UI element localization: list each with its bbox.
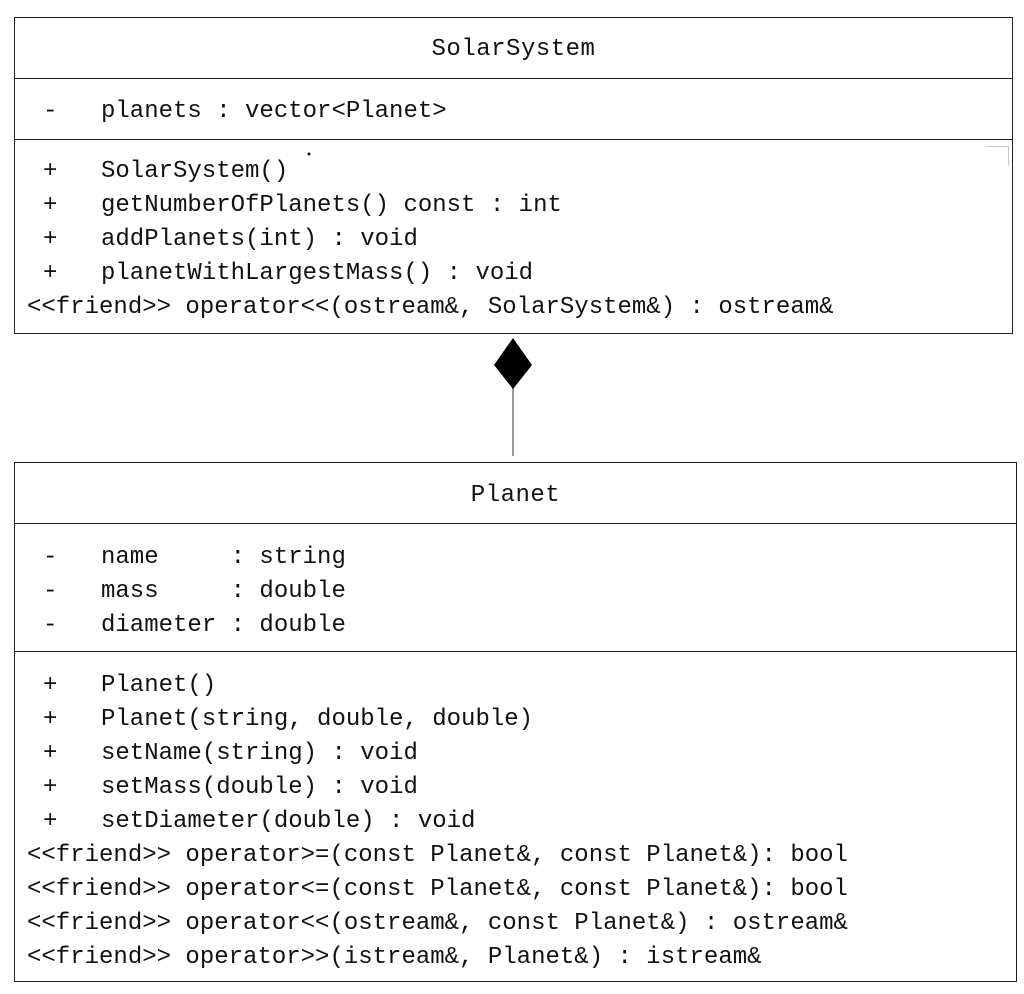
operation-text: getNumberOfPlanets() const : int	[101, 192, 562, 219]
operation-add-planets: + addPlanets(int) : void	[15, 223, 1012, 257]
operation-get-number-of-planets: + getNumberOfPlanets() const : int	[15, 189, 1012, 223]
operation-text: <<friend>> operator<<(ostream&, const Pl…	[27, 910, 848, 937]
operation-set-mass: + setMass(double) : void	[15, 771, 1016, 805]
operation-set-name: + setName(string) : void	[15, 737, 1016, 771]
composition-diamond-icon	[494, 338, 532, 389]
operation-text: setDiameter(double) : void	[101, 808, 476, 835]
operation-text: <<friend>> operator<<(ostream&, SolarSys…	[27, 294, 834, 321]
operation-planet-with-largest-mass: + planetWithLargestMass() : void	[15, 257, 1012, 291]
class-solarsystem[interactable]: SolarSystem - planets : vector<Planet> + S…	[14, 17, 1013, 334]
operation-text: addPlanets(int) : void	[101, 226, 418, 253]
operation-text: setMass(double) : void	[101, 774, 418, 801]
operation-set-diameter: + setDiameter(double) : void	[15, 805, 1016, 839]
visibility-marker: +	[43, 158, 58, 185]
visibility-marker: +	[43, 192, 58, 219]
operations-section-planet: + Planet() + Planet(string, double, double…	[15, 652, 1016, 975]
visibility-marker: +	[43, 706, 58, 733]
operation-friend-output-operator: <<friend>> operator<<(ostream&, SolarSys…	[15, 291, 1012, 325]
visibility-marker: -	[43, 612, 58, 639]
class-name-solarsystem: SolarSystem	[15, 18, 1012, 79]
operation-default-constructor: + Planet()	[15, 669, 1016, 703]
visibility-marker: -	[43, 544, 58, 571]
visibility-marker: +	[43, 672, 58, 699]
visibility-marker: -	[43, 98, 58, 125]
visibility-marker: +	[43, 774, 58, 801]
attribute-planets: - planets : vector<Planet>	[15, 95, 1012, 129]
visibility-marker: +	[43, 740, 58, 767]
visibility-marker: -	[43, 578, 58, 605]
resize-handle	[986, 146, 1009, 165]
visibility-marker: +	[43, 260, 58, 287]
attributes-section-solarsystem: - planets : vector<Planet>	[15, 79, 1012, 140]
attribute-text: name : string	[101, 544, 346, 571]
operation-friend-input-operator: <<friend>> operator>>(istream&, Planet&)…	[15, 941, 1016, 975]
attributes-section-planet: - name : string - mass : double - diameter …	[15, 524, 1016, 652]
operation-param-constructor: + Planet(string, double, double)	[15, 703, 1016, 737]
operation-text: <<friend>> operator>=(const Planet&, con…	[27, 842, 848, 869]
operation-text: Planet()	[101, 672, 217, 699]
visibility-marker: +	[43, 808, 58, 835]
operation-text: planetWithLargestMass() : void	[101, 260, 534, 287]
attribute-name: - name : string	[15, 541, 1016, 575]
operation-friend-less-equal: <<friend>> operator<=(const Planet&, con…	[15, 873, 1016, 907]
operation-text: setName(string) : void	[101, 740, 418, 767]
operation-friend-greater-equal: <<friend>> operator>=(const Planet&, con…	[15, 839, 1016, 873]
operation-text: <<friend>> operator<=(const Planet&, con…	[27, 876, 848, 903]
class-planet[interactable]: Planet - name : string - mass : double - di…	[14, 462, 1017, 982]
operation-friend-output-operator: <<friend>> operator<<(ostream&, const Pl…	[15, 907, 1016, 941]
attribute-text: mass : double	[101, 578, 346, 605]
attribute-mass: - mass : double	[15, 575, 1016, 609]
operation-text: <<friend>> operator>>(istream&, Planet&)…	[27, 944, 762, 971]
class-name-planet: Planet	[15, 463, 1016, 524]
attribute-text: planets : vector<Planet>	[101, 98, 447, 125]
attribute-diameter: - diameter : double	[15, 609, 1016, 643]
operation-text: Planet(string, double, double)	[101, 706, 534, 733]
visibility-marker: +	[43, 226, 58, 253]
operations-section-solarsystem: + SolarSystem() + getNumberOfPlanets() con…	[15, 140, 1012, 325]
operation-constructor: + SolarSystem()	[15, 155, 1012, 189]
attribute-text: diameter : double	[101, 612, 346, 639]
operation-text: SolarSystem()	[101, 158, 289, 185]
